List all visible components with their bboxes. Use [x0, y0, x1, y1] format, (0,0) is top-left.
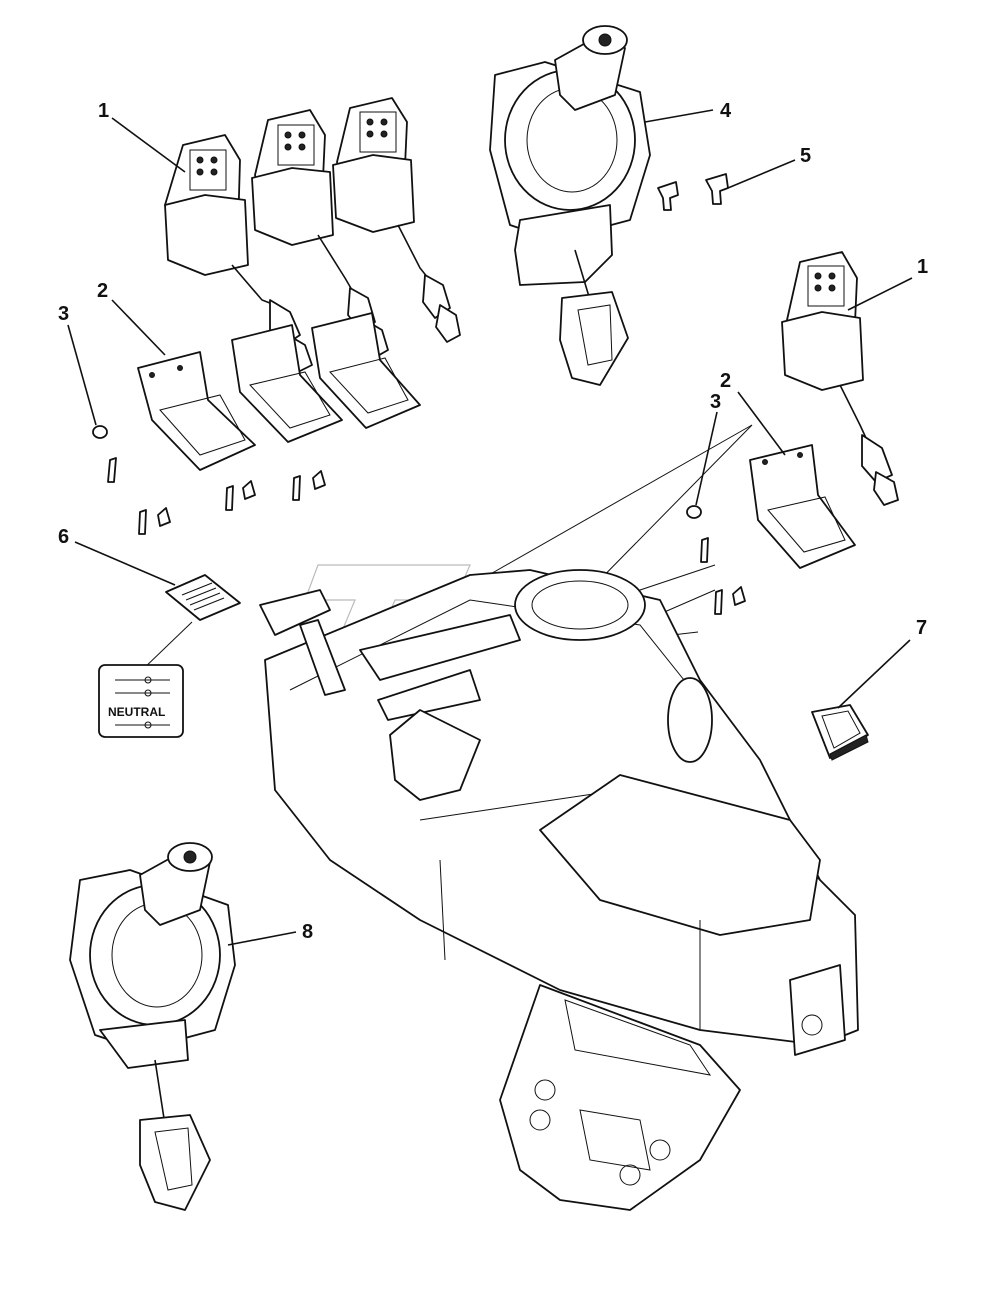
plug-group: [657, 173, 729, 211]
screw-group-left: [92, 425, 326, 535]
switch-module-b: [251, 109, 389, 359]
decal-small: [165, 574, 241, 621]
callout-3-right: 3: [695, 391, 721, 506]
callout-5: 5: [727, 145, 811, 189]
callout-label: 1: [917, 256, 928, 278]
joystick-top: [489, 25, 651, 386]
callout-label: 8: [302, 921, 313, 943]
switch-module-c: [332, 97, 461, 343]
switch-module-a: [164, 134, 313, 373]
callout-4: 4: [644, 100, 732, 123]
control-console: [259, 569, 859, 1056]
console-mount: [499, 984, 741, 1211]
callout-label: 2: [97, 280, 108, 302]
neutral-decal: NEUTRAL: [98, 664, 184, 738]
neutral-decal-text: NEUTRAL: [108, 705, 165, 719]
decal-leader-line: [139, 621, 193, 673]
callout-label: 3: [58, 303, 69, 325]
callout-label: 3: [710, 391, 721, 413]
callout-1-left: 1: [98, 100, 186, 173]
callout-3-left: 3: [58, 303, 97, 426]
switch-module-group-left: [164, 97, 461, 373]
bracket-group-left: [137, 312, 421, 471]
joystick-bottom: [69, 842, 236, 1211]
callout-6: 6: [58, 526, 176, 586]
switch-module-right: [781, 251, 899, 506]
bracket-right: [749, 444, 856, 569]
callout-label: 6: [58, 526, 69, 548]
callout-label: 1: [98, 100, 109, 122]
callout-8: 8: [227, 921, 313, 946]
screw-group-right: [686, 505, 746, 615]
callout-label: 2: [720, 370, 731, 392]
callout-7: 7: [837, 617, 927, 709]
rocker-switch: [811, 704, 869, 761]
callout-2-left: 2: [97, 280, 166, 356]
callout-1-right: 1: [847, 256, 928, 311]
callout-label: 5: [800, 145, 811, 167]
callout-label: 4: [720, 100, 732, 122]
callout-2-right: 2: [720, 370, 786, 456]
callout-label: 7: [916, 617, 927, 639]
